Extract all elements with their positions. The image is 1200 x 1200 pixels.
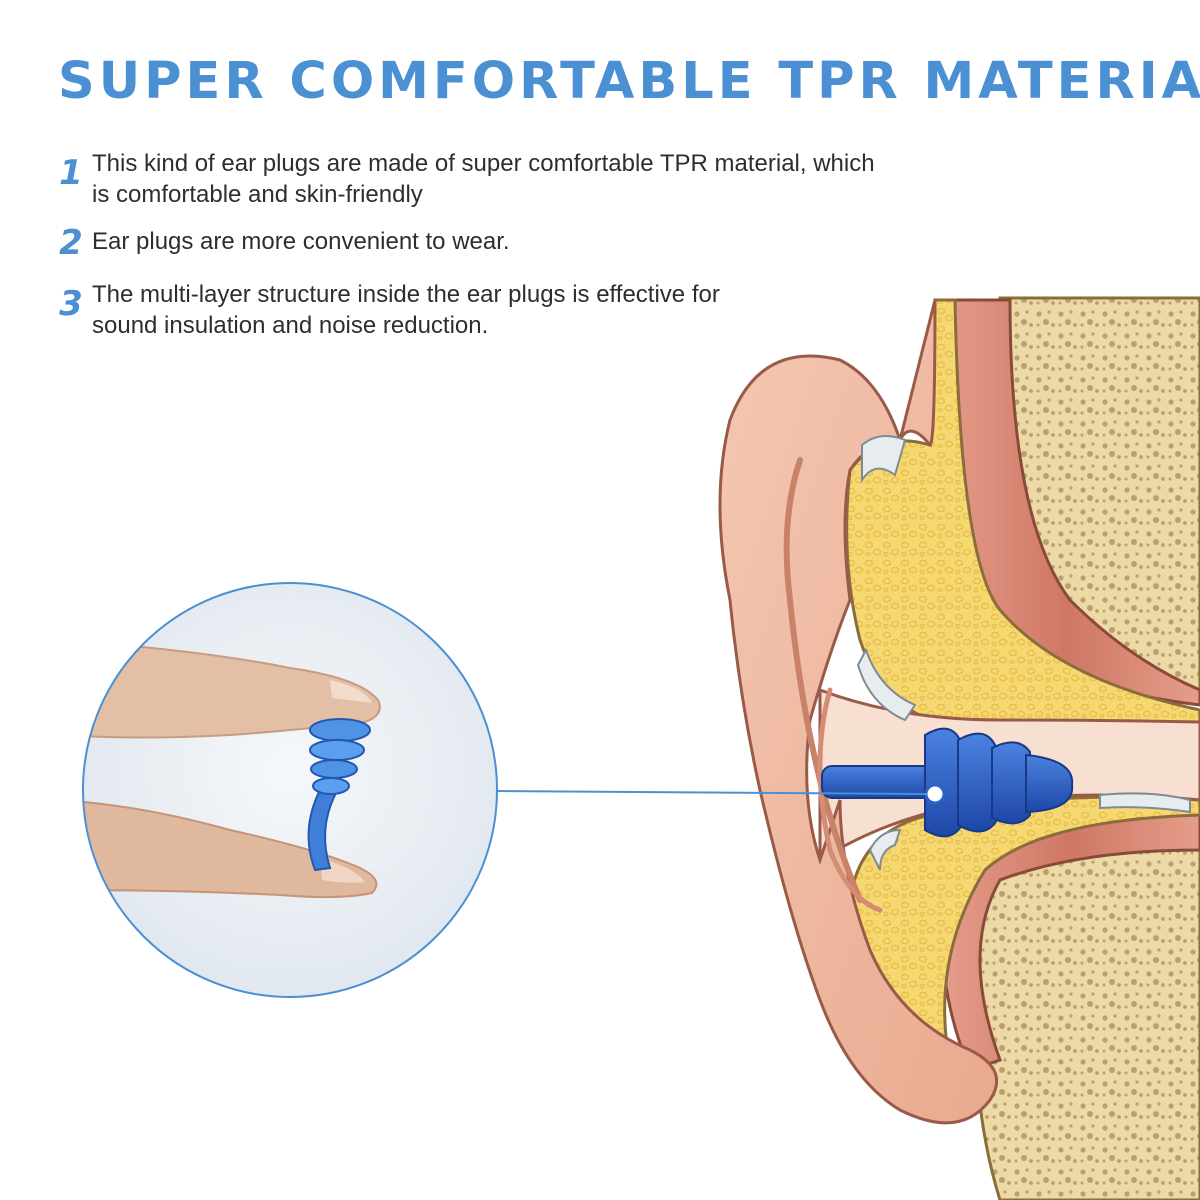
feature-text-3: The multi-layer structure inside the ear…	[92, 281, 720, 339]
lower-finger	[83, 798, 378, 899]
held-earplug	[307, 718, 371, 872]
feature-number-3: 3	[59, 284, 83, 324]
feature-text-1: This kind of ear plugs are made of super…	[92, 150, 875, 208]
feature-number-1: 1	[59, 153, 83, 193]
headline: SUPER COMFORTABLE TPR MATERIAL	[58, 52, 1200, 111]
cartilage-joint-3	[1099, 792, 1191, 814]
earplug-tip	[1025, 753, 1074, 814]
ear-cross-section-diagram	[718, 296, 1200, 1200]
feature-item-3: 3 The multi-layer structure inside the e…	[52, 279, 772, 341]
earplug-flange-1	[924, 727, 964, 838]
cartilage-joint-2	[856, 647, 917, 722]
earplug-ring-dot	[924, 783, 946, 805]
feature-text-2: Ear plugs are more convenient to wear.	[92, 228, 510, 255]
cartilage-joint-4	[868, 828, 902, 871]
cartilage-joint-1	[861, 435, 907, 484]
connector-line	[496, 790, 928, 795]
earplug-flange-3	[991, 741, 1031, 825]
inset-border	[82, 582, 498, 998]
feature-item-2: 2 Ear plugs are more convenient to wear.	[52, 226, 892, 260]
earplug-in-canal	[821, 727, 1074, 838]
feature-number-2: 2	[59, 223, 83, 263]
helix-fold	[783, 457, 863, 903]
fingers-holding-earplug-inset	[82, 582, 498, 998]
concha-bowl	[817, 687, 883, 913]
feature-item-1: 1 This kind of ear plugs are made of sup…	[52, 148, 892, 210]
upper-finger	[83, 638, 381, 739]
